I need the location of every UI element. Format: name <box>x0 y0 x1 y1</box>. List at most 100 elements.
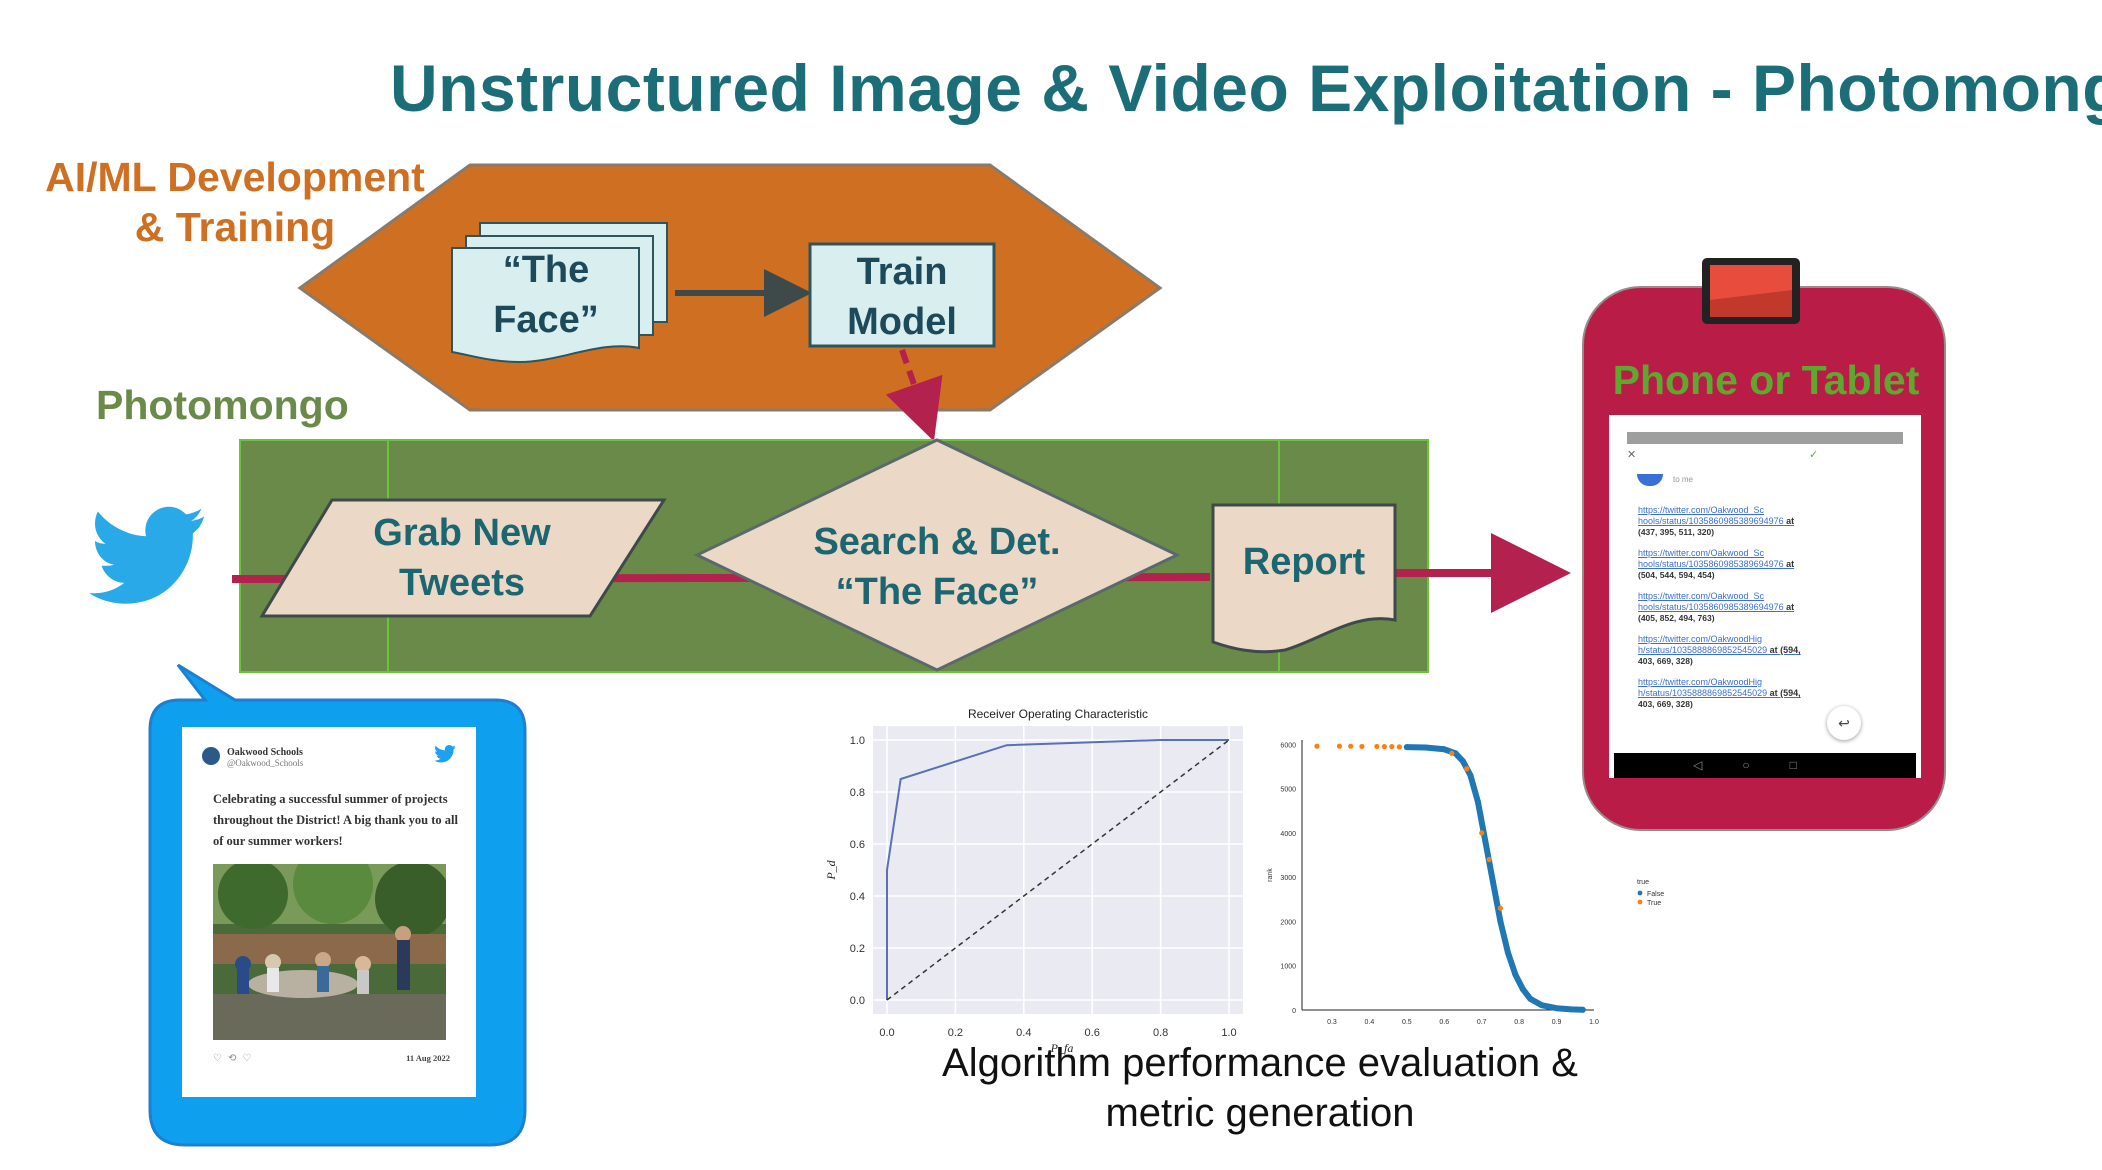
chart-caption: Algorithm performance evaluation & metri… <box>860 1038 1660 1138</box>
result-suffix: at <box>1783 559 1795 569</box>
result-link[interactable]: h/status/1035888869852545029 at (594, <box>1638 645 1801 655</box>
scatter-false-point <box>1538 1002 1545 1009</box>
result-link[interactable]: h/status/1035888869852545029 at (594, <box>1638 688 1801 698</box>
result-link[interactable]: hools/status/1035860985389694976 at <box>1638 516 1795 526</box>
scatter-false-point <box>1489 878 1496 885</box>
scatter-ylabel: rank <box>1267 868 1274 882</box>
face-docs-label: “The Face” <box>456 245 636 345</box>
train-model-line2: Model <box>847 301 957 343</box>
caption-line2: metric generation <box>1105 1091 1415 1135</box>
result-coords: 403, 669, 328) <box>1638 656 1693 666</box>
twitter-bird-icon <box>89 506 205 604</box>
face-docs-line2: Face” <box>493 299 599 341</box>
roc-ytick-label: 1.0 <box>850 735 865 747</box>
tweet-account-name: Oakwood Schools <box>227 747 303 758</box>
caption-line1: Algorithm performance evaluation & <box>942 1041 1578 1085</box>
sender-avatar <box>1637 474 1663 486</box>
scatter-true-point <box>1479 830 1485 836</box>
result-link[interactable]: https://twitter.com/Oakwood_Sc <box>1638 505 1765 515</box>
twitter-logo-icon <box>434 745 456 763</box>
scatter-xtick-label: 0.3 <box>1327 1019 1337 1026</box>
scatter-false-point <box>1422 744 1429 751</box>
aiml-label-line2: & Training <box>134 204 336 250</box>
scatter-ytick-label: 6000 <box>1280 742 1296 749</box>
roc-curve <box>886 739 1229 1000</box>
scatter-ytick-label: 5000 <box>1280 787 1296 794</box>
scatter-true-point <box>1497 905 1504 911</box>
result-suffix: at (594, <box>1767 645 1801 655</box>
roc-ytick-label: 0.4 <box>850 891 865 903</box>
train-model-box <box>808 242 996 348</box>
scatter-xtick-label: 0.7 <box>1477 1019 1487 1026</box>
scatter-true-point <box>1396 744 1402 750</box>
result-suffix: at <box>1783 602 1795 612</box>
result-coords: 403, 669, 328) <box>1638 699 1693 709</box>
result-link[interactable]: hools/status/1035860985389694976 at <box>1638 559 1795 569</box>
roc-xtick-label: 0.4 <box>1016 1027 1031 1039</box>
report-shape <box>1211 503 1397 654</box>
scatter-true-point <box>1389 744 1395 750</box>
result-link[interactable]: https://twitter.com/OakwoodHig <box>1638 634 1763 644</box>
result-link[interactable]: https://twitter.com/Oakwood_Sc <box>1638 591 1765 601</box>
scatter-false-point <box>1527 995 1534 1002</box>
scatter-ytick-label: 0 <box>1292 1008 1296 1015</box>
scatter-true-point <box>1336 743 1343 749</box>
scatter-ytick-label: 4000 <box>1280 831 1296 838</box>
result-coords: (405, 852, 494, 763) <box>1638 613 1715 623</box>
scatter-false-point <box>1568 1006 1575 1013</box>
grab-tweets-shape <box>259 498 667 618</box>
scatter-legend-marker <box>1637 899 1643 905</box>
sender-to-label: to me <box>1673 475 1694 484</box>
roc-title: Receiver Operating Characteristic <box>968 707 1148 721</box>
roc-xtick-label: 0.8 <box>1153 1027 1168 1039</box>
face-documents-icon <box>451 222 668 364</box>
search-label: Search & Det. “The Face” <box>747 517 1127 617</box>
status-bar <box>1627 432 1903 444</box>
roc-xtick-label: 0.0 <box>879 1027 894 1039</box>
roc-xtick-label: 1.0 <box>1221 1027 1236 1039</box>
roc-xtick-label: 0.2 <box>948 1027 963 1039</box>
result-suffix: at (594, <box>1767 688 1801 698</box>
search-line1: Search & Det. <box>813 521 1061 563</box>
scatter-legend-label: False <box>1647 891 1664 898</box>
scatter-true-point <box>1464 766 1470 772</box>
scatter-xtick-label: 0.6 <box>1439 1019 1449 1026</box>
roc-ylabel: P_d <box>824 859 838 880</box>
scatter-false-point <box>1497 918 1504 925</box>
email-toolbar-icons[interactable]: ✓ <box>1809 449 1831 461</box>
result-link[interactable]: https://twitter.com/OakwoodHig <box>1638 677 1763 687</box>
tweet-photo <box>213 864 446 1040</box>
scatter-false-point <box>1512 971 1519 978</box>
result-link[interactable]: https://twitter.com/Oakwood_Sc <box>1638 548 1765 558</box>
page-title: Unstructured Image & Video Exploitation … <box>390 51 2102 125</box>
scatter-true-point <box>1486 856 1492 863</box>
tweet-actions[interactable]: ♡⟲♡ <box>213 1053 258 1064</box>
train-model-line1: Train <box>856 251 948 293</box>
scatter-ytick-label: 1000 <box>1280 964 1296 971</box>
close-icon[interactable]: ✕ <box>1627 449 1637 461</box>
scatter-legend-label: True <box>1647 900 1661 907</box>
scatter-true-point <box>1348 743 1354 749</box>
roc-ytick-label: 0.8 <box>850 787 865 799</box>
scatter-false-point <box>1504 949 1511 956</box>
roc-xlabel: P_fa <box>1050 1041 1074 1055</box>
tweet-date: 11 Aug 2022 <box>406 1053 450 1063</box>
scatter-ytick-label: 2000 <box>1280 919 1296 926</box>
scatter-true-point <box>1374 743 1380 750</box>
android-nav-bar[interactable]: ◁○□ <box>1614 753 1916 778</box>
result-coords: (437, 395, 511, 320) <box>1638 527 1715 537</box>
result-link[interactable]: hools/status/1035860985389694976 at <box>1638 602 1795 612</box>
reply-fab-button[interactable]: ↩ <box>1827 706 1861 740</box>
scatter-true-point <box>1449 750 1455 756</box>
train-model-label: Train Model <box>810 247 994 347</box>
scatter-false-point <box>1482 838 1489 845</box>
scatter-true-point <box>1381 744 1387 750</box>
scatter-false-point <box>1474 798 1481 805</box>
result-coords: (504, 544, 594, 454) <box>1638 570 1715 580</box>
